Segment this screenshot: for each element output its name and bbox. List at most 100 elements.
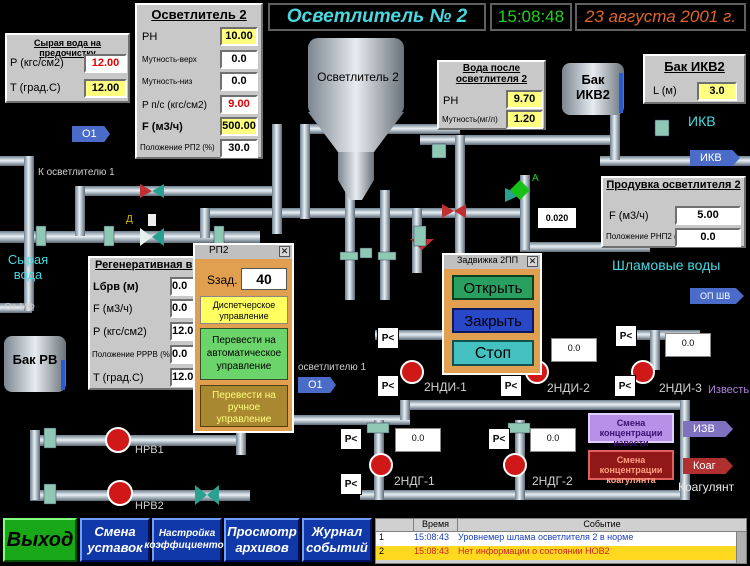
event-time: 15:08:43 xyxy=(414,546,450,556)
raw-water-t-value: 12.00 xyxy=(84,79,127,98)
regen-row-value: 0.0 xyxy=(170,299,200,318)
regen-row-label: P (кгс/см2) xyxy=(93,326,147,338)
raw-water-title: Сырая вода на предочистку xyxy=(34,38,101,58)
lime-label: Известь xyxy=(708,384,750,396)
ndi2-label: 2НДИ-2 xyxy=(547,381,590,395)
time-column-header: Время xyxy=(414,519,458,531)
level-indicator: 0.0 xyxy=(530,428,576,452)
clarifier-row-label: Положение РП2 (%) xyxy=(140,143,215,152)
clarifier-row-value: 0.0 xyxy=(220,72,258,91)
clock: 15:08:48 xyxy=(497,7,565,26)
ikv-label: ИКВ xyxy=(688,113,716,129)
stop-button[interactable]: Стоп xyxy=(452,340,534,366)
pressure-low-indicator[interactable]: P< xyxy=(614,375,636,397)
izv-arrow[interactable]: ИЗВ xyxy=(683,421,733,437)
raw-water-label: Сырая вода xyxy=(7,252,49,282)
clarifier-row-value: 500.00 xyxy=(220,117,258,136)
event-table-header: Время Событие xyxy=(376,519,746,532)
manual-control-button[interactable]: Перевести на ручное управление xyxy=(200,385,288,427)
from-mf-label: От МФ xyxy=(4,302,35,313)
coefficients-button[interactable]: Настройка коэффициентов xyxy=(144,518,230,562)
regen-row-label: F (м3/ч) xyxy=(93,303,133,315)
rp2-titlebar: РП2 ✕ xyxy=(195,245,292,259)
open-button[interactable]: Открыть xyxy=(452,275,534,300)
regen-row-value: 12.0 xyxy=(170,322,200,341)
close-icon[interactable]: ✕ xyxy=(279,246,290,257)
clarifier-row-value: 10.00 xyxy=(220,27,258,46)
pressure-low-indicator[interactable]: P< xyxy=(500,375,522,397)
clarifier-row-value: 9.00 xyxy=(220,95,258,114)
ikv2-tank-label: Бак ИКВ2 xyxy=(576,72,610,102)
clarifier-row-value: 0.0 xyxy=(220,50,258,69)
clarifier-tank-label: Осветлитель 2 xyxy=(317,70,399,84)
change-coag-button[interactable]: Смена концентрации коагулянта xyxy=(588,450,674,485)
pressure-low-indicator[interactable]: P< xyxy=(615,325,637,347)
purge-title: Продувка осветлителя 2 xyxy=(606,179,741,191)
after-water-row-value: 9.70 xyxy=(506,90,543,109)
rp2-setpoint-value[interactable]: 40 xyxy=(241,268,287,290)
raw-water-p-label: P (кгс/см2) xyxy=(10,57,64,69)
purge-pos-label: Положение РНП2 (%) xyxy=(606,232,687,241)
regen-title: Регенеративная в xyxy=(95,259,193,271)
raw-water-panel: Сырая вода на предочистку P (кгс/см2) 12… xyxy=(5,33,130,103)
event-table: Время Событие 1 15:08:43 Уровнемер шлама… xyxy=(375,518,747,564)
date: 23 августа 2001 г. xyxy=(584,7,737,26)
row-number: 1 xyxy=(379,532,385,542)
pressure-low-indicator[interactable]: P< xyxy=(340,473,362,495)
ikv-arrow[interactable]: ИКВ xyxy=(690,150,740,166)
after-water-title: Вода после осветлителя 2 xyxy=(455,63,528,85)
ikv2-l-label: L (м) xyxy=(653,85,677,97)
coagulant-label: Коагулянт xyxy=(678,480,735,494)
purge-pos-value: 0.0 xyxy=(675,228,741,247)
rp2-title: РП2 xyxy=(209,245,229,256)
tank-rv-label: Бак РВ xyxy=(12,352,58,367)
raw-water-p-value: 12.00 xyxy=(84,54,127,73)
purge-f-label: F (м3/ч) xyxy=(609,210,649,222)
ndg2-label: 2НДГ-2 xyxy=(532,474,573,488)
event-text: Уровнемер шлама осветлителя 2 в норме xyxy=(458,532,634,542)
dispatch-control-label: Диспетчерское управление xyxy=(200,296,288,324)
journal-button[interactable]: Журнал событий xyxy=(302,518,372,562)
pressure-low-indicator[interactable]: P< xyxy=(488,428,510,450)
after-water-row-value: 1.20 xyxy=(506,110,543,129)
ndi1-label: 2НДИ-1 xyxy=(424,380,467,394)
to-clarifier1b-label: осветлителю 1 xyxy=(298,362,367,373)
scrollbar[interactable] xyxy=(736,532,746,563)
regen-panel: Регенеративная в Lбрв (м) 0.0 F (м3/ч) 0… xyxy=(88,256,200,390)
change-setpoints-button[interactable]: Смена уставок xyxy=(80,518,150,562)
valve-dialog-title: Задвижка 2ПП xyxy=(457,255,519,265)
exit-button[interactable]: Выход xyxy=(3,518,77,562)
pressure-low-indicator[interactable]: P< xyxy=(377,327,399,349)
date-box: 23 августа 2001 г. xyxy=(575,3,746,31)
level-indicator: 0.0 xyxy=(551,338,597,362)
valve-dialog: Задвижка 2ПП ✕ Открыть Закрыть Стоп xyxy=(442,253,542,375)
pressure-low-indicator[interactable]: P< xyxy=(340,428,362,450)
clarifier-row-label: Мутность-верх xyxy=(142,55,197,64)
close-icon[interactable]: ✕ xyxy=(527,256,538,267)
close-button[interactable]: Закрыть xyxy=(452,308,534,333)
ndi3-label: 2НДИ-3 xyxy=(659,381,702,395)
regen-row-label: Положение РРРВ (%) xyxy=(92,350,173,359)
koag-arrow[interactable]: Коаг xyxy=(683,458,733,474)
clock-box: 15:08:48 xyxy=(490,3,572,31)
change-lime-button[interactable]: Смена концентрации извести xyxy=(588,413,674,448)
clarifier-row-label: F (м3/ч) xyxy=(142,121,183,133)
table-row[interactable]: 2 15:08:43 Нет информации о состоянии НО… xyxy=(376,546,746,560)
o1-arrow-mid[interactable]: О1 xyxy=(298,377,336,393)
table-row[interactable]: 1 15:08:43 Уровнемер шлама осветлителя 2… xyxy=(376,532,746,546)
pressure-low-indicator[interactable]: P< xyxy=(377,375,399,397)
a-label: А xyxy=(532,173,539,184)
auto-control-button[interactable]: Перевести на автоматическое управление xyxy=(200,328,288,380)
sludge-arrow[interactable]: ОП ШВ xyxy=(690,288,744,304)
row-number: 2 xyxy=(379,546,385,556)
archives-button[interactable]: Просмотр архивов xyxy=(224,518,300,562)
raw-water-t-label: T (град.С) xyxy=(10,82,61,94)
clarifier-row-label: PH xyxy=(142,31,158,43)
sludge-label: Шламовые воды xyxy=(612,257,721,273)
level-indicator: 0.0 xyxy=(665,333,711,357)
clarifier-row-label: Мутность-низ xyxy=(142,77,193,86)
event-time: 15:08:43 xyxy=(414,532,450,542)
o1-arrow-top[interactable]: О1 xyxy=(72,126,110,142)
regen-row-value: 12.0 xyxy=(170,368,200,387)
